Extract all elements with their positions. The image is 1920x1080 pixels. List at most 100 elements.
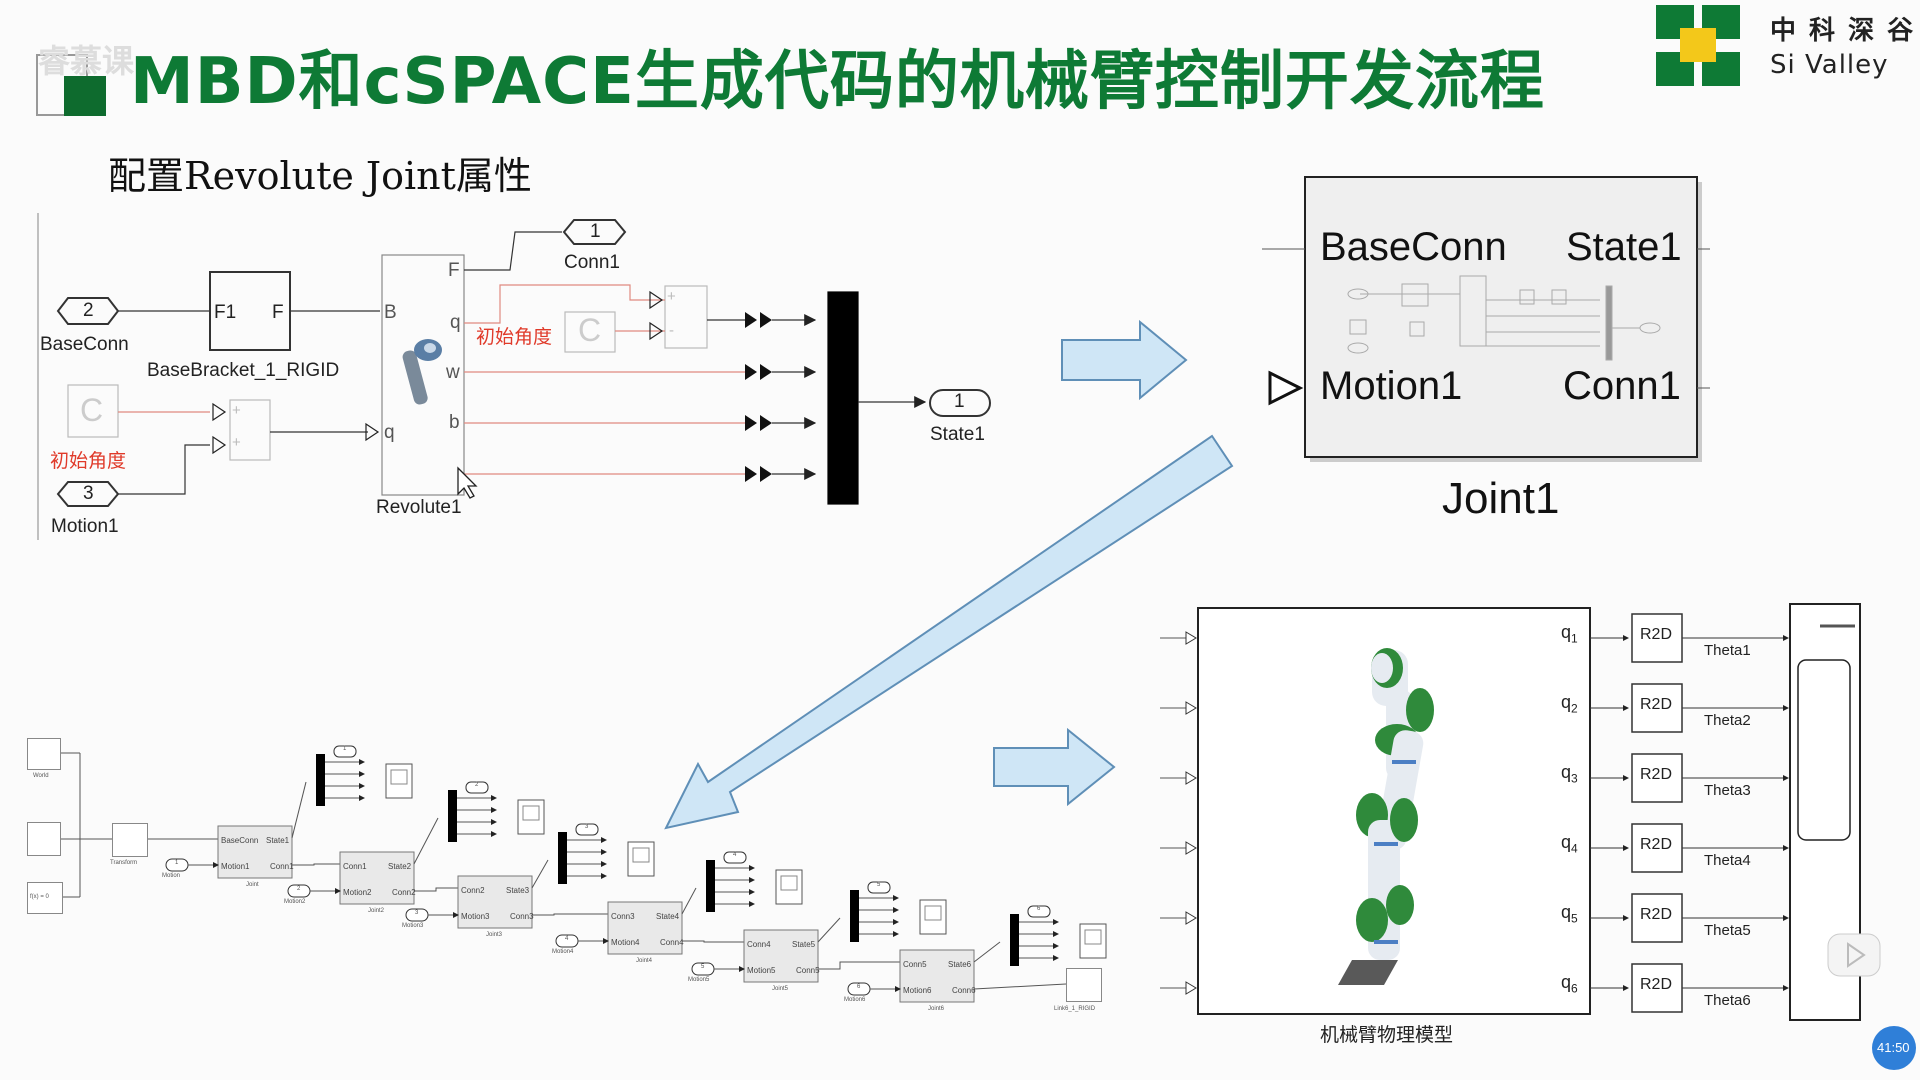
chain-motion-port-number: 6 <box>857 984 861 990</box>
q-output-label: q5 <box>1561 902 1578 926</box>
mouse-cursor-icon <box>457 466 478 499</box>
chain-joint-base: Conn4 <box>747 940 771 949</box>
baseconn-port-number: 2 <box>83 300 94 321</box>
chain-joint-name: Joint3 <box>486 932 503 938</box>
sivalley-logo <box>1656 5 1740 86</box>
r2d-block <box>1631 753 1683 803</box>
transform-label: Transform <box>110 860 138 866</box>
chain-joint-motion: Motion6 <box>903 986 932 995</box>
rev-port-q-in: q <box>384 422 395 443</box>
theta-label: Theta3 <box>1704 782 1751 799</box>
joint1-subsystem <box>1262 176 1710 462</box>
chain-motion-label: Motion2 <box>284 899 306 905</box>
chain-joint-base: Conn3 <box>611 912 635 921</box>
chain-joint-name: Joint5 <box>772 986 789 992</box>
arrow-right-top-icon <box>1061 319 1188 401</box>
arrow-diagonal-icon <box>664 434 1234 830</box>
chain-joint-state: State2 <box>388 862 412 871</box>
link6-block <box>1066 968 1102 1002</box>
chain-bus <box>706 860 715 912</box>
link6-label: Link6_1_RIGID <box>1054 1006 1096 1012</box>
theta-label: Theta1 <box>1704 642 1751 659</box>
conn1-port-number: 1 <box>590 221 601 242</box>
scope-display <box>1797 659 1851 841</box>
state1-port-number: 1 <box>954 391 965 412</box>
r2d-label: R2D <box>1640 836 1673 853</box>
play-video-icon <box>1827 933 1881 977</box>
chain-joint-state: State4 <box>656 912 680 921</box>
q-output-label: q3 <box>1561 762 1578 786</box>
multi-joint-chain <box>59 745 1107 1003</box>
chain-motion-port-number: 3 <box>415 910 419 916</box>
rev-port-w: w <box>446 362 460 383</box>
chain-joint-base: BaseConn <box>221 836 259 845</box>
chain-joint-motion: Motion4 <box>611 938 640 947</box>
chain-joint-name: Joint6 <box>928 1006 945 1012</box>
chain-joint-motion: Motion5 <box>747 966 776 975</box>
revolute-block <box>381 254 465 496</box>
state1-label: State1 <box>930 424 985 445</box>
revolute-label: Revolute1 <box>376 497 462 518</box>
chain-bus <box>316 754 325 806</box>
conn1-port-shape <box>562 219 627 245</box>
chain-state-port-number: 2 <box>475 782 479 788</box>
transform-block <box>112 823 148 857</box>
conn1-label: Conn1 <box>564 252 620 273</box>
subsystem-baseconn-port: BaseConn <box>1320 225 1507 269</box>
r2d-label: R2D <box>1640 696 1673 713</box>
chain-joint-conn: Conn2 <box>392 888 416 897</box>
theta-label: Theta6 <box>1704 992 1751 1009</box>
const-symbol-left: C <box>80 392 104 428</box>
revolute-diagram <box>37 213 991 540</box>
r2d-label: R2D <box>1640 976 1673 993</box>
timer-badge <box>1872 1026 1916 1070</box>
chain-bus <box>850 890 859 942</box>
chain-joint-block <box>743 929 819 983</box>
r2d-label: R2D <box>1640 766 1673 783</box>
robot-arm-model <box>1338 648 1434 985</box>
chain-joint-name: Joint <box>246 882 259 888</box>
state1-port-shape <box>929 389 991 417</box>
revolute-joint-icon <box>402 339 442 405</box>
theta-label: Theta2 <box>1704 712 1751 729</box>
chain-joint-name: Joint4 <box>636 958 653 964</box>
chain-joint-block <box>899 949 975 1003</box>
timer-text: 41:50 <box>1877 1040 1910 1055</box>
chain-joint-conn: Conn6 <box>952 986 976 995</box>
motion1-port-number: 3 <box>83 483 94 504</box>
theta-label: Theta5 <box>1704 922 1751 939</box>
slide-subtitle: 配置Revolute Joint属性 <box>108 154 532 198</box>
chain-joint-block <box>339 851 415 905</box>
r2d-block <box>1631 893 1683 943</box>
chain-joint-block <box>457 875 533 929</box>
chain-joint-base: Conn5 <box>903 960 927 969</box>
baseconn-label: BaseConn <box>40 334 129 355</box>
chain-joint-conn: Conn4 <box>660 938 684 947</box>
chain-joint-conn: Conn1 <box>270 862 294 871</box>
bracket-f1-label: F1 <box>214 302 237 323</box>
logo-text-en: Si Valley <box>1770 50 1889 80</box>
rev-port-f: F <box>448 260 460 281</box>
chain-state-port-number: 1 <box>343 746 347 752</box>
chain-motion-label: Motion4 <box>552 949 574 955</box>
rev-port-q-out: q <box>450 312 461 333</box>
q-output-label: q1 <box>1561 622 1578 646</box>
q-output-label: q6 <box>1561 972 1578 996</box>
chain-bus <box>448 790 457 842</box>
mechanism-config-block <box>27 822 61 856</box>
q-output-label: q2 <box>1561 692 1578 716</box>
chain-motion-port-number: 2 <box>297 886 301 892</box>
chain-joint-motion: Motion3 <box>461 912 490 921</box>
logo-text-cn: 中 科 深 谷 <box>1770 16 1916 46</box>
solver-label: f(x) = 0 <box>30 894 49 900</box>
chain-joint-state: State1 <box>266 836 290 845</box>
physical-model-outputs <box>1160 613 1789 1013</box>
subsystem-state1-port: State1 <box>1566 225 1682 269</box>
world-frame-block <box>27 738 61 770</box>
chain-motion-port-number: 1 <box>175 860 179 866</box>
chain-motion-label: Motion <box>162 873 181 879</box>
r2d-label: R2D <box>1640 906 1673 923</box>
init-angle-label-left: 初始角度 <box>50 451 127 472</box>
chain-joint-conn: Conn5 <box>796 966 820 975</box>
